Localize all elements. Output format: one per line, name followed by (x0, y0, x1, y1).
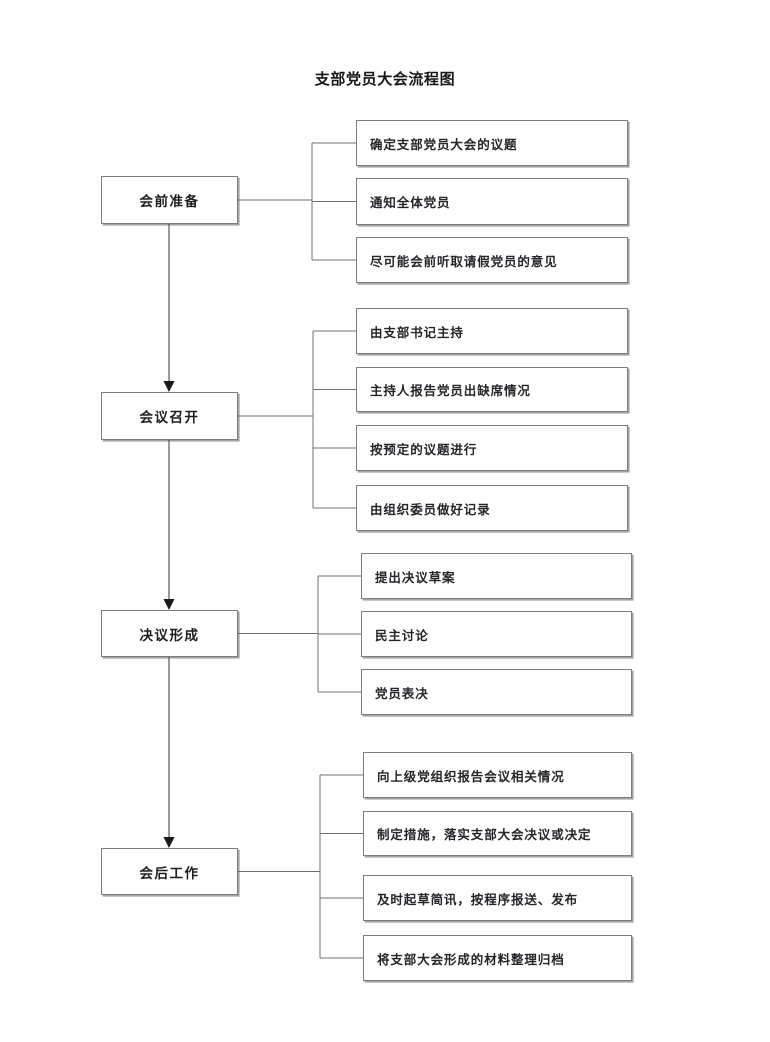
task-node-4-3-label: 及时起草简讯，按程序报送、发布 (377, 891, 579, 907)
task-node-2-3-label: 按预定的议题进行 (370, 441, 478, 457)
task-node-3-1-label: 提出决议草案 (375, 569, 456, 585)
task-node-4-1-label: 向上级党组织报告会议相关情况 (377, 768, 565, 784)
task-node-3-2-label: 民主讨论 (375, 627, 429, 643)
task-node-2-2-label: 主持人报告党员出缺席情况 (370, 383, 531, 398)
stage-node-1[interactable]: 会前准备 (101, 176, 238, 224)
task-node-4-3[interactable]: 及时起草简讯，按程序报送、发布 (363, 875, 632, 921)
task-node-2-1[interactable]: 由支部书记主持 (356, 308, 628, 354)
task-node-1-2[interactable]: 通知全体党员 (356, 178, 628, 225)
task-node-1-3-label: 尽可能会前听取请假党员的意见 (370, 253, 558, 269)
page-title: 支部党员大会流程图 (314, 70, 456, 88)
stage-node-2-label: 会议召开 (139, 410, 200, 426)
task-node-4-2[interactable]: 制定措施，落实支部大会决议或决定 (363, 811, 632, 856)
task-node-3-1[interactable]: 提出决议草案 (361, 553, 632, 599)
task-node-2-4-label: 由组织委员做好记录 (370, 501, 491, 517)
stage-node-1-label: 会前准备 (139, 194, 200, 210)
task-node-4-1[interactable]: 向上级党组织报告会议相关情况 (363, 752, 632, 798)
task-node-4-4-label: 将支部大会形成的材料整理归档 (377, 951, 565, 967)
task-node-4-2-label: 制定措施，落实支部大会决议或决定 (377, 827, 592, 842)
stage-node-3-label: 决议形成 (139, 627, 200, 644)
task-node-2-2[interactable]: 主持人报告党员出缺席情况 (356, 367, 628, 412)
task-node-1-1-label: 确定支部党员大会的议题 (370, 136, 518, 152)
task-node-4-4[interactable]: 将支部大会形成的材料整理归档 (363, 935, 632, 981)
flow-arrowhead-3 (163, 837, 175, 848)
stage-node-4[interactable]: 会后工作 (101, 848, 238, 895)
task-node-3-3-label: 党员表决 (375, 685, 429, 701)
task-node-1-2-label: 通知全体党员 (370, 195, 451, 210)
task-node-3-2[interactable]: 民主讨论 (361, 611, 632, 657)
stage-node-4-label: 会后工作 (139, 865, 200, 882)
flow-arrowhead-1 (163, 381, 175, 392)
task-node-2-4[interactable]: 由组织委员做好记录 (356, 485, 628, 531)
stage-node-3[interactable]: 决议形成 (101, 610, 238, 657)
task-node-2-1-label: 由支部书记主持 (370, 324, 464, 340)
task-node-1-3[interactable]: 尽可能会前听取请假党员的意见 (356, 237, 628, 283)
task-node-1-1[interactable]: 确定支部党员大会的议题 (356, 120, 628, 166)
flow-arrowhead-2 (163, 599, 175, 610)
task-node-2-3[interactable]: 按预定的议题进行 (356, 425, 628, 471)
stage-node-2[interactable]: 会议召开 (101, 392, 238, 440)
task-node-3-3[interactable]: 党员表决 (361, 669, 632, 715)
